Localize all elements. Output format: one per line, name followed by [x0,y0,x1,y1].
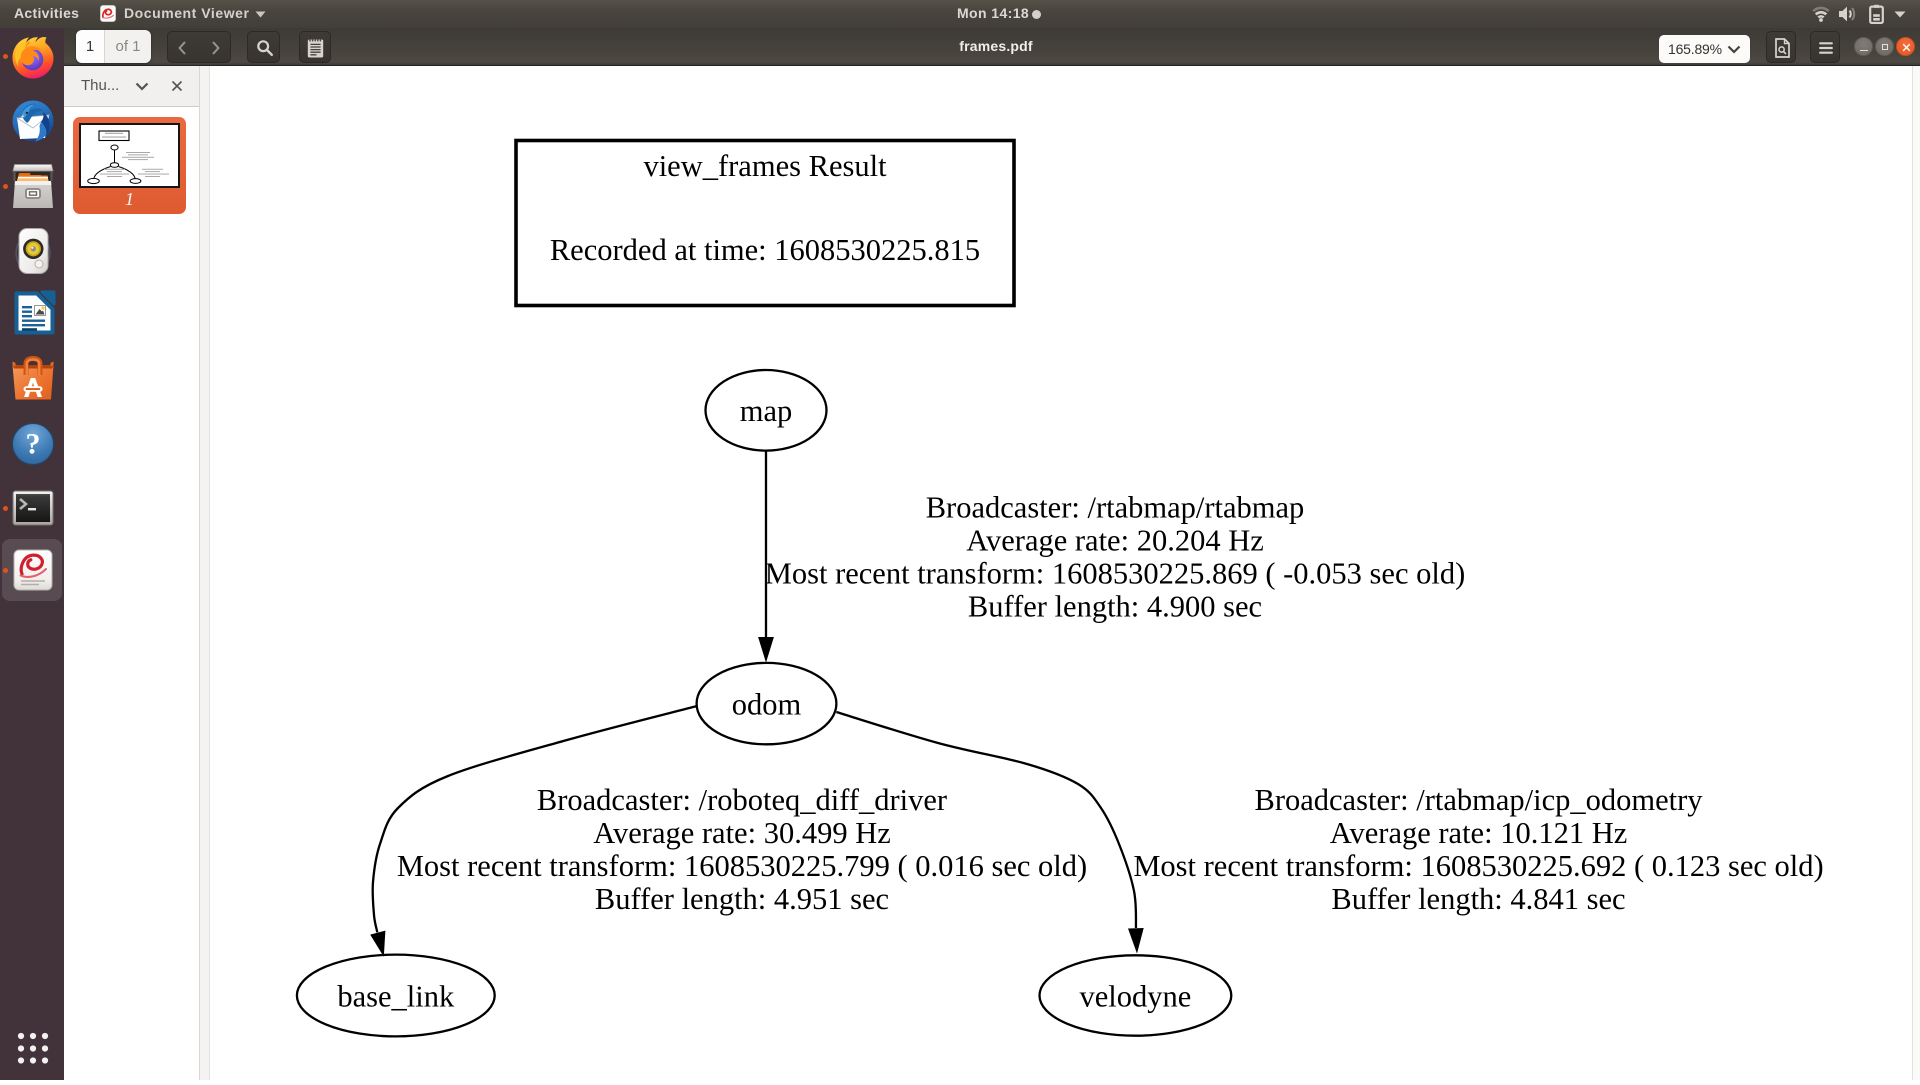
svg-text:Broadcaster: /rtabmap/rtabmap: Broadcaster: /rtabmap/rtabmap [926,491,1305,525]
svg-text:base_link: base_link [337,980,455,1014]
svg-text:Average rate: 20.204 Hz: Average rate: 20.204 Hz [966,524,1264,558]
svg-text:Average rate: 30.499 Hz: Average rate: 30.499 Hz [593,816,891,850]
svg-text:Recorded at time: 1608530225.8: Recorded at time: 1608530225.815 [550,233,980,267]
svg-text:Buffer length: 4.951 sec: Buffer length: 4.951 sec [595,882,889,916]
svg-text:odom: odom [732,688,802,722]
svg-text:map: map [740,394,793,428]
svg-text:Most recent transform: 1608530: Most recent transform: 1608530225.692 ( … [1133,849,1823,883]
svg-text:Buffer length: 4.900 sec: Buffer length: 4.900 sec [968,590,1262,624]
svg-text:view_frames Result: view_frames Result [643,149,887,183]
svg-text:?: ? [26,428,41,461]
svg-text:Buffer length: 4.841 sec: Buffer length: 4.841 sec [1331,882,1625,916]
svg-text:Average rate: 10.121 Hz: Average rate: 10.121 Hz [1330,816,1628,850]
svg-text:Most recent transform: 1608530: Most recent transform: 1608530225.869 ( … [765,557,1466,591]
svg-text:velodyne: velodyne [1079,980,1191,1014]
svg-text:Broadcaster: /rtabmap/icp_odom: Broadcaster: /rtabmap/icp_odometry [1254,783,1703,817]
svg-text:Broadcaster: /roboteq_diff_dri: Broadcaster: /roboteq_diff_driver [537,783,947,817]
svg-text:Most recent transform: 1608530: Most recent transform: 1608530225.799 ( … [397,849,1087,883]
